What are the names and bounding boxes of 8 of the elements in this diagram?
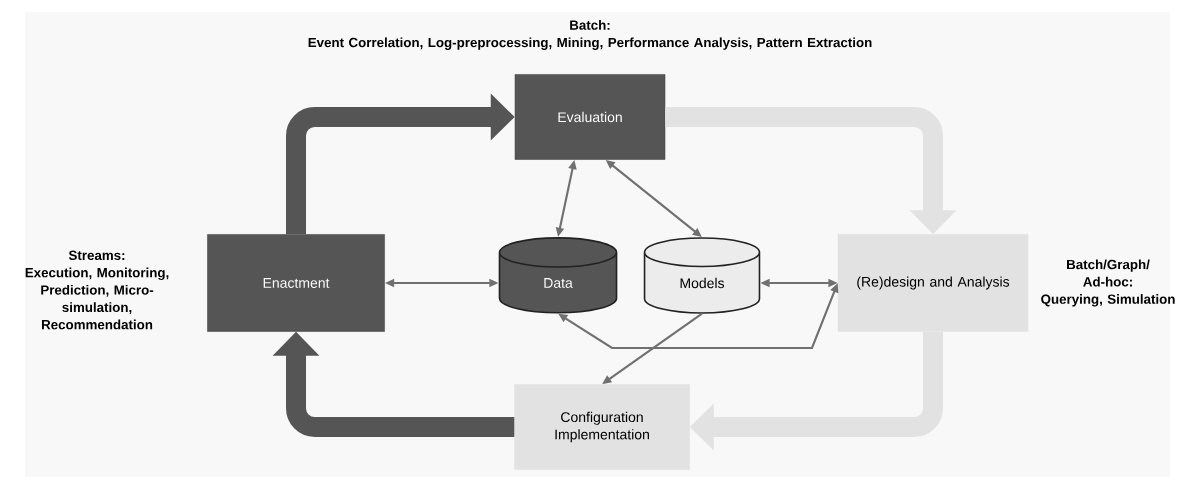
- annotation-text: Batch: Event Correlation, Log-preprocessing, Mining, Performance Analysis, Pattern Extraction: [308, 20, 872, 50]
- process-box: Configuration Implementation: [514, 384, 690, 470]
- annotation-text: Batch/Graph/ Ad-hoc: Querying, Simulation: [1041, 259, 1175, 307]
- database-cylinder: Models: [643, 237, 761, 314]
- annotation-text: Streams: Execution, Monitoring, Prediction, Micro-simulation, Recommendation: [25, 250, 169, 330]
- process-box: (Re)design and Analysis: [837, 234, 1029, 332]
- process-box: Enactment: [207, 234, 385, 332]
- database-cylinder: Data: [498, 237, 618, 314]
